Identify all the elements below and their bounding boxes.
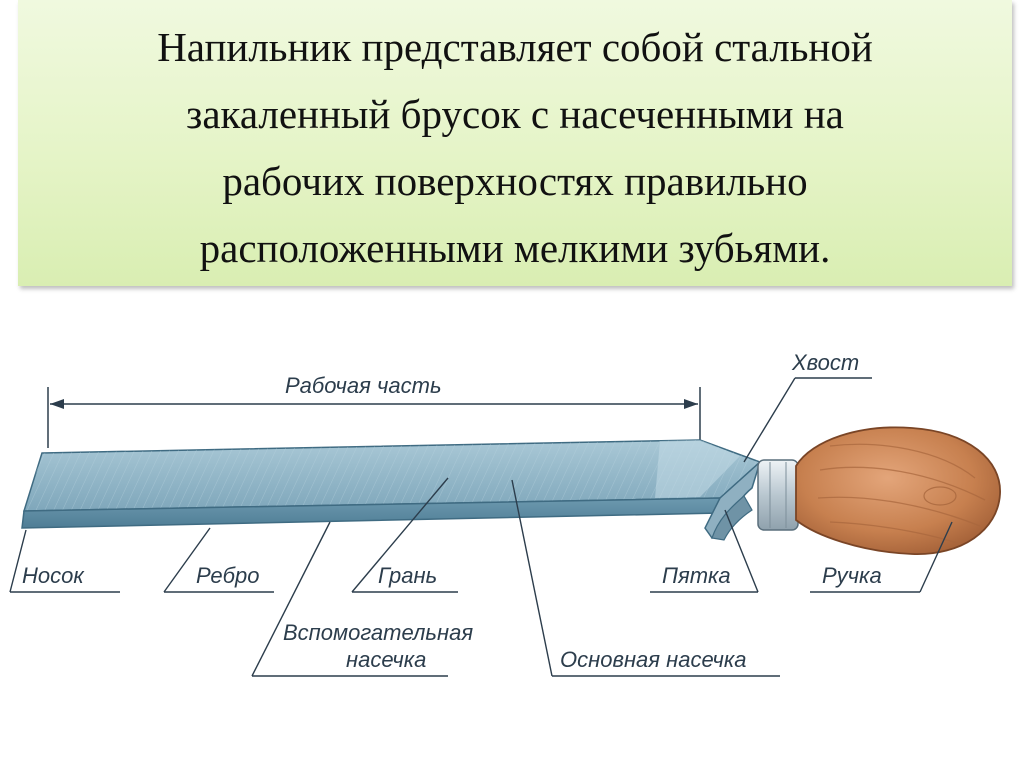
file-blade [21, 439, 762, 541]
working-part-dimension [47, 387, 701, 448]
label-heel: Пятка [662, 563, 731, 588]
file-handle [795, 426, 1001, 555]
label-handle: Ручка [822, 563, 882, 588]
handle-ferrule [757, 459, 799, 531]
label-working-part: Рабочая часть [285, 373, 442, 398]
label-nose: Носок [22, 563, 85, 588]
title-line-2: закаленный брусок с насеченными на [186, 91, 844, 137]
label-face: Грань [378, 563, 437, 588]
title-line-3: рабочих поверхностях правильно [222, 158, 808, 204]
label-aux-cut-line-1: Вспомогательная [283, 620, 473, 645]
title-line-1: Напильник представляет собой стальной [157, 24, 873, 70]
label-aux-cut-line-2: насечка [346, 647, 426, 672]
label-tail: Хвост [791, 350, 859, 375]
leader-lines [9, 377, 953, 677]
title-line-4: расположенными мелкими зубьями. [199, 225, 831, 271]
label-edge: Ребро [196, 563, 260, 588]
title-box: Напильник представляет собой стальной за… [18, 0, 1012, 286]
slide-title: Напильник представляет собой стальной за… [18, 14, 1012, 282]
label-main-cut: Основная насечка [560, 647, 747, 672]
file-diagram: Рабочая часть [9, 350, 1001, 677]
